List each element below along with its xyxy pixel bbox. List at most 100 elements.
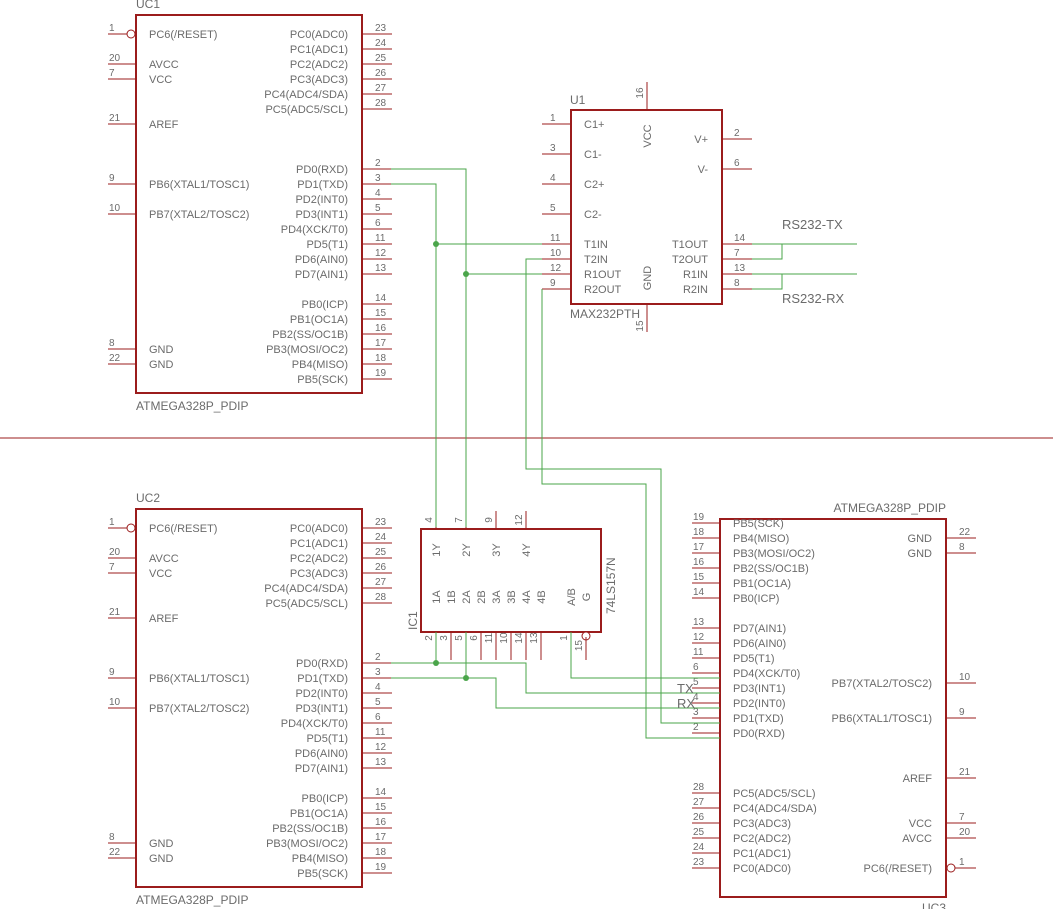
pin-label: T1OUT bbox=[672, 239, 708, 251]
pin-number: 3 bbox=[375, 667, 381, 678]
pin-label: AVCC bbox=[149, 59, 179, 71]
pin-label: PC4(ADC4/SDA) bbox=[264, 583, 348, 595]
junction-dot bbox=[463, 271, 469, 277]
pin-label: PB6(XTAL1/TOSC1) bbox=[149, 179, 249, 191]
chip-body bbox=[135, 508, 363, 888]
pin-label: PB2(SS/OC1B) bbox=[733, 563, 809, 575]
pin-label: V- bbox=[698, 164, 709, 176]
pin-number: 28 bbox=[375, 98, 387, 109]
pin-label: PB0(ICP) bbox=[733, 593, 779, 605]
pin-label: PC2(ADC2) bbox=[733, 833, 791, 845]
pin-label: PC5(ADC5/SCL) bbox=[733, 788, 816, 800]
pin-label: PC4(ADC4/SDA) bbox=[264, 89, 348, 101]
pin-label: PD5(T1) bbox=[306, 733, 348, 745]
pin-label: PB1(OC1A) bbox=[733, 578, 791, 590]
pin-label: PD3(INT1) bbox=[733, 683, 786, 695]
pin-number: 6 bbox=[469, 635, 480, 641]
pin-label: VCC bbox=[149, 74, 172, 86]
pin-number: 9 bbox=[109, 667, 115, 678]
pin-label: V+ bbox=[694, 134, 708, 146]
pin-number: 26 bbox=[693, 812, 705, 823]
pin-label: GND bbox=[149, 853, 174, 865]
pin-number: 7 bbox=[109, 562, 115, 573]
pin-label: PC6(/RESET) bbox=[149, 523, 217, 535]
pin-label: PC6(/RESET) bbox=[149, 29, 217, 41]
pin-number: 23 bbox=[375, 517, 387, 528]
pin-number: 17 bbox=[375, 832, 387, 843]
pin-label: PB2(SS/OC1B) bbox=[272, 823, 348, 835]
junction-dot bbox=[433, 660, 439, 666]
pin-label: C2- bbox=[584, 209, 602, 221]
pin-label: PD1(TXD) bbox=[733, 713, 784, 725]
pin-label: GND bbox=[908, 533, 933, 545]
pin-label: R2IN bbox=[683, 284, 708, 296]
pin-number: 8 bbox=[734, 278, 740, 289]
pin-number: 7 bbox=[734, 248, 740, 259]
pin-number: 24 bbox=[693, 842, 705, 853]
pin-label: 3B bbox=[506, 590, 518, 603]
part-value: 74LS157N bbox=[604, 557, 618, 614]
pin-number: 8 bbox=[109, 338, 115, 349]
pin-number: 25 bbox=[375, 53, 387, 64]
inversion-bubble bbox=[126, 29, 136, 39]
pin-number: 9 bbox=[484, 517, 495, 523]
pin-number: 4 bbox=[375, 188, 381, 199]
pin-number: 2 bbox=[375, 158, 381, 169]
pin-number: 12 bbox=[693, 632, 705, 643]
pin-label: R1OUT bbox=[584, 269, 622, 281]
pin-number: 2 bbox=[375, 652, 381, 663]
pin-label: PC3(ADC3) bbox=[733, 818, 791, 830]
net-select-uc3-pd4 bbox=[570, 632, 720, 679]
pin-label: VCC bbox=[909, 818, 932, 830]
pin-number: 6 bbox=[375, 712, 381, 723]
pin-label: PD1(TXD) bbox=[297, 179, 348, 191]
pin-label: PD6(AIN0) bbox=[733, 638, 786, 650]
tx-net-label: TX bbox=[677, 681, 694, 696]
pin-number: 7 bbox=[959, 812, 965, 823]
pin-number: 21 bbox=[109, 113, 121, 124]
part-value: ATMEGA328P_PDIP bbox=[136, 893, 249, 907]
pin-label: PD4(XCK/T0) bbox=[281, 718, 348, 730]
pin-label: PC3(ADC3) bbox=[290, 74, 348, 86]
pin-number: 19 bbox=[375, 862, 387, 873]
pin-label: PD6(AIN0) bbox=[295, 748, 348, 760]
pin-number: 13 bbox=[375, 757, 387, 768]
uc1-atmega328p: UC1ATMEGA328P_PDIP1PC6(/RESET)20AVCC7VCC… bbox=[108, 0, 392, 413]
pin-label: PC3(ADC3) bbox=[290, 568, 348, 580]
pin-label: G bbox=[581, 593, 593, 602]
pin-number: 9 bbox=[550, 278, 556, 289]
pin-label: T1IN bbox=[584, 239, 608, 251]
pin-label: PC1(ADC1) bbox=[290, 44, 348, 56]
pin-number: 9 bbox=[109, 173, 115, 184]
chip-body bbox=[135, 14, 363, 394]
net-uc1-pd0-rxd bbox=[391, 168, 542, 275]
pin-number: 10 bbox=[550, 248, 562, 259]
pin-label: 4A bbox=[521, 590, 533, 604]
junction-dot bbox=[463, 675, 469, 681]
net-rs232-rx-r2in bbox=[752, 274, 783, 290]
pin-number: 2 bbox=[424, 635, 435, 641]
pin-label: 4Y bbox=[521, 543, 533, 557]
pin-number: 1 bbox=[959, 857, 965, 868]
pin-number: 4 bbox=[693, 692, 699, 703]
pin-label: AREF bbox=[149, 613, 179, 625]
pin-number: 15 bbox=[635, 320, 646, 332]
pin-label: 1Y bbox=[431, 543, 443, 557]
pin-label: VCC bbox=[149, 568, 172, 580]
pin-label: PB7(XTAL2/TOSC2) bbox=[149, 703, 249, 715]
pin-number: 28 bbox=[375, 592, 387, 603]
pin-number: 11 bbox=[693, 647, 704, 658]
pin-label: PD4(XCK/T0) bbox=[733, 668, 800, 680]
pin-label: 3A bbox=[491, 590, 503, 604]
pin-label: C2+ bbox=[584, 179, 605, 191]
pin-number: 6 bbox=[734, 158, 740, 169]
pin-number: 18 bbox=[375, 847, 387, 858]
pin-number: 4 bbox=[550, 173, 556, 184]
net-t2in-uc3-pd1 bbox=[525, 258, 720, 724]
pin-label: PB5(SCK) bbox=[733, 518, 784, 530]
pin-number: 25 bbox=[375, 547, 387, 558]
pin-label: GND bbox=[149, 344, 174, 356]
pin-label: T2OUT bbox=[672, 254, 708, 266]
pin-number: 16 bbox=[693, 557, 705, 568]
pin-label: PD2(INT0) bbox=[295, 688, 348, 700]
